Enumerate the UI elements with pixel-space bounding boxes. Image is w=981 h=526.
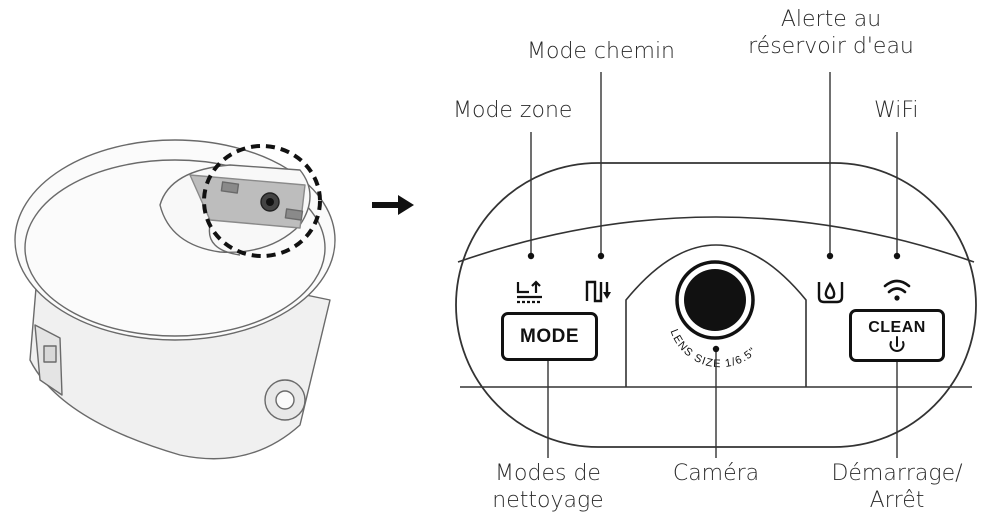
camera-lens [684,269,746,331]
label-wifi: WiFi [874,98,919,123]
label-mode-zone: Mode zone [453,98,573,123]
zone-mode-icon [516,280,542,304]
leader-dot [712,345,720,353]
clean-button[interactable]: CLEAN [849,309,945,362]
arrow-right-icon [372,195,414,215]
label-modes-line2: nettoyage [492,488,604,513]
leader-dot [527,252,535,260]
robot-strip-slot [220,181,240,194]
leader-dot [597,252,605,260]
wifi-icon [883,279,911,294]
leader-lines [530,72,898,458]
water-drop-icon [817,281,844,304]
highlight-circle [202,144,322,258]
leader-dot [893,252,901,260]
wifi-icon-dot [894,295,900,301]
label-camera: Caméra [672,461,760,486]
robot-wheel-hub [275,390,295,410]
robot-illustration [14,139,336,460]
label-demarrage-line2: Arrêt [869,488,925,513]
label-alerte-line1: Alerte au [780,7,882,32]
label-alerte-reservoir: Alerte au réservoir d'eau [736,6,926,60]
robot-lid-rim [24,159,326,337]
mode-button[interactable]: MODE [501,312,598,361]
leader-dot [826,252,834,260]
camera-arch [625,244,807,387]
path-mode-arrow [603,292,611,299]
robot-side-port [43,345,57,363]
label-demarrage-line1: Démarrage/ [831,461,963,486]
clean-button-label: CLEAN [868,319,926,336]
robot-strip-slot [284,208,304,221]
label-modes-nettoyage: Modes de nettoyage [478,460,618,514]
robot-lid-curve [208,224,241,256]
panel-top-curve [457,216,975,263]
label-alerte-line2: réservoir d'eau [748,34,914,59]
label-mode-chemin: Mode chemin [527,39,675,64]
robot-camera-dot-inner [266,198,274,206]
label-modes-line1: Modes de [495,461,601,486]
label-demarrage-arret: Démarrage/ Arrêt [822,460,972,514]
